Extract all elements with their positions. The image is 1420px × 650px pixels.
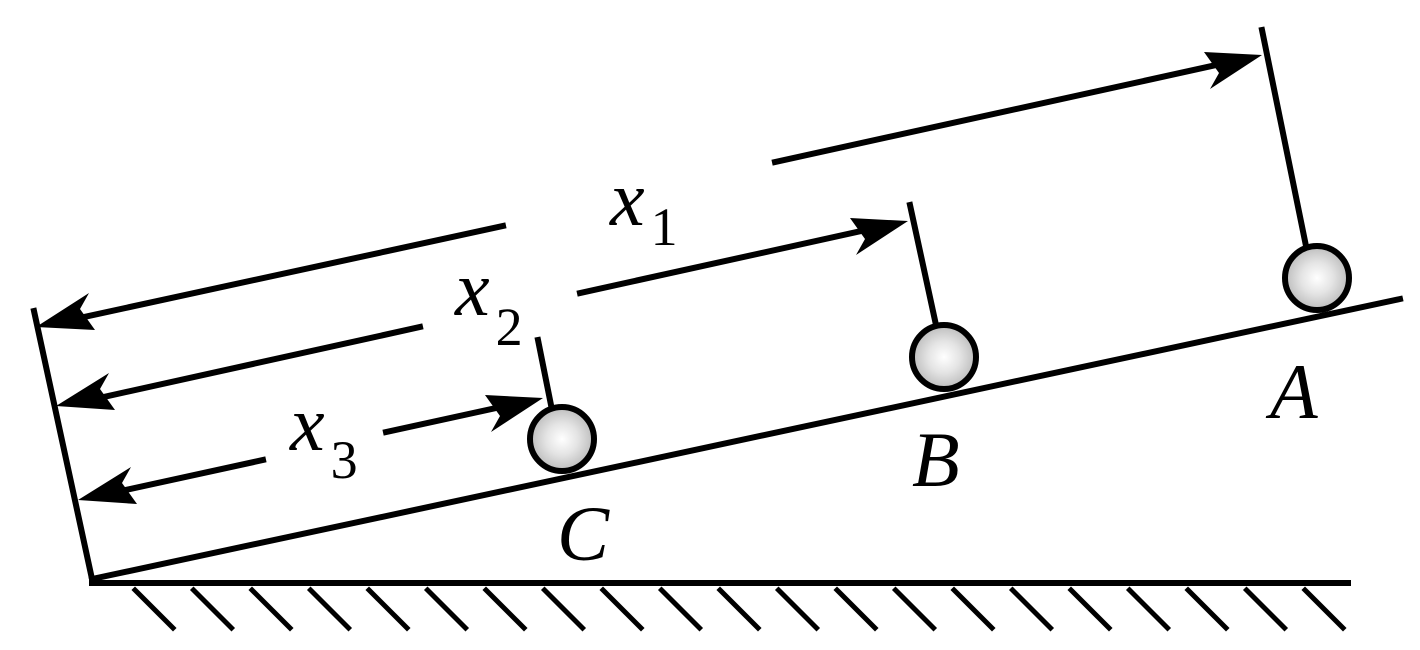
x3-right-arrowhead [485, 395, 543, 432]
hatch-mark [891, 586, 938, 632]
hatch-mark [774, 586, 821, 632]
label-x2-sub: 2 [496, 297, 523, 357]
ground-hatching [131, 586, 1347, 632]
label-x1-main: x [609, 155, 645, 242]
hatch-mark [423, 586, 470, 632]
hatch-mark [365, 586, 411, 632]
label-C: C [557, 490, 610, 577]
hatch-mark [716, 586, 762, 632]
x2-right-arrowhead [850, 218, 908, 255]
hatch-mark [1242, 586, 1289, 632]
ball-B [909, 322, 979, 392]
x2-right-segment [576, 224, 879, 297]
hatch-mark [1008, 586, 1055, 632]
label-x3-main: x [289, 380, 325, 467]
stem-B [906, 201, 940, 329]
ball-C [527, 404, 597, 474]
stem-C [534, 336, 555, 409]
label-x1-sub: 1 [651, 197, 678, 257]
label-x2-main: x [454, 245, 490, 332]
hatch-mark [1184, 586, 1230, 632]
x2-left-segment [86, 323, 424, 404]
label-B: B [912, 416, 960, 503]
dimension-x1 [36, 52, 1262, 330]
x3-left-arrowhead [78, 467, 137, 504]
hatch-mark [657, 586, 704, 632]
hatch-mark [833, 586, 879, 632]
dimension-x2 [56, 218, 908, 410]
hatch-mark [1067, 586, 1113, 632]
x1-right-segment [771, 58, 1234, 166]
stem-A [1258, 26, 1310, 250]
hatch-mark [1301, 586, 1347, 632]
hatch-mark [248, 586, 294, 632]
x1-right-arrowhead [1204, 52, 1262, 89]
label-x3-sub: 3 [331, 430, 358, 490]
hatch-mark [306, 586, 353, 632]
x1-left-segment [66, 222, 507, 324]
x3-right-segment [382, 401, 514, 436]
dimension-x3 [78, 395, 543, 504]
hatch-mark [599, 586, 645, 632]
hatch-mark [482, 586, 528, 632]
hatch-mark [540, 586, 587, 632]
hatch-mark [131, 586, 177, 632]
x2-left-arrowhead [56, 373, 115, 410]
incline-surface [88, 295, 1404, 583]
label-A: A [1265, 348, 1318, 435]
hatch-mark [189, 586, 236, 632]
ground [89, 580, 1351, 632]
base-reference-line [30, 307, 96, 583]
ball-A [1282, 243, 1352, 313]
hatch-mark [1125, 586, 1172, 632]
x3-left-segment [108, 456, 267, 497]
x1-left-arrowhead [36, 293, 95, 330]
hatch-mark [950, 586, 996, 632]
